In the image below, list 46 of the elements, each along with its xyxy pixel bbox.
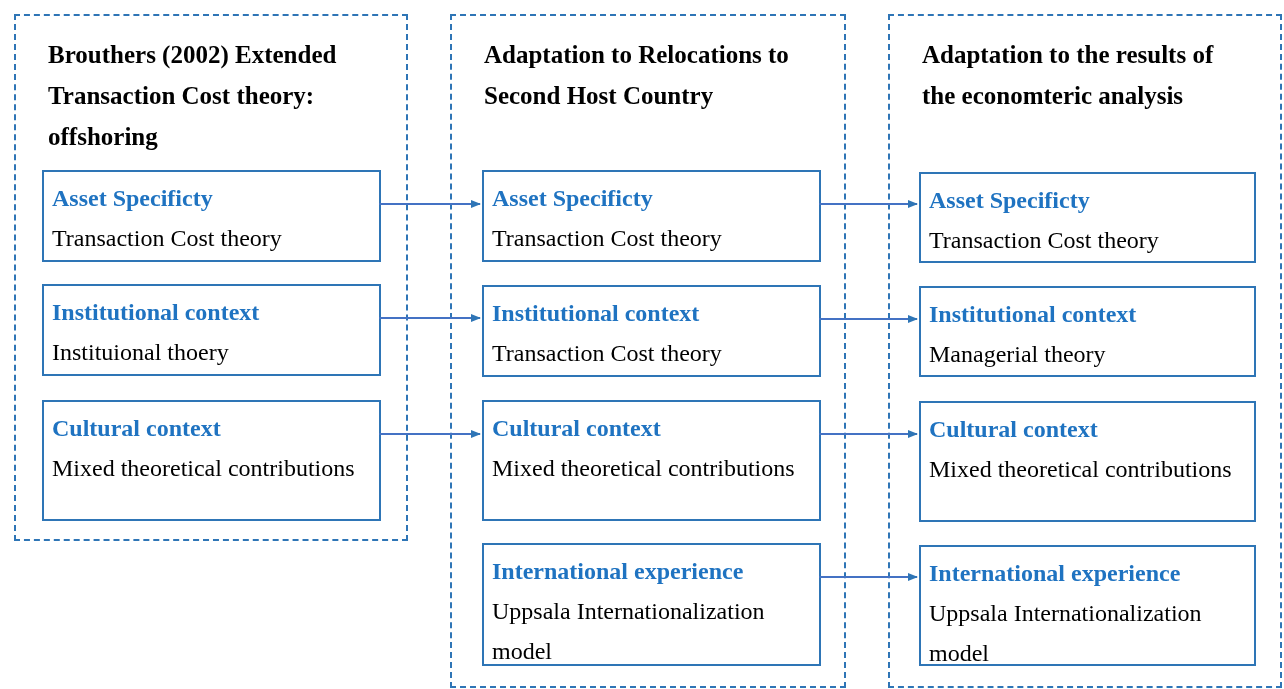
box-body: Mixed theoretical contributions (52, 454, 356, 483)
box-title: Asset Specificty (929, 186, 1091, 215)
box-title: Asset Specificty (492, 184, 654, 213)
box-body: Transaction Cost theory (492, 339, 723, 368)
concept-box (482, 400, 821, 521)
box-title: Cultural context (52, 414, 222, 443)
group-heading: Adaptation to Relocations to Second Host Country (484, 40, 790, 111)
concept-box (42, 170, 381, 262)
box-body: Uppsala Internationalization model (492, 597, 766, 666)
concept-box (482, 543, 821, 666)
box-title: International experience (492, 557, 745, 586)
concept-box (42, 400, 381, 521)
dashed-group-frame (888, 14, 1282, 688)
dashed-group-frame (450, 14, 846, 688)
box-title: Institutional context (52, 298, 261, 327)
group-heading: Adaptation to the results of the economteric analysis (922, 40, 1215, 111)
box-body: Instituional thoery (52, 338, 230, 367)
box-title: Institutional context (929, 300, 1138, 329)
box-title: Cultural context (492, 414, 662, 443)
box-title: Institutional context (492, 299, 701, 328)
dashed-group-frame (14, 14, 408, 541)
box-body: Mixed theoretical contributions (929, 455, 1233, 484)
arrow (818, 200, 918, 208)
arrow (378, 314, 481, 322)
concept-box (482, 285, 821, 377)
group-heading: Brouthers (2002) Extended Transaction Cost theory: offshoring (48, 40, 338, 152)
arrow (818, 315, 918, 323)
box-title: Cultural context (929, 415, 1099, 444)
box-title: Asset Specificty (52, 184, 214, 213)
arrow (378, 430, 481, 438)
arrow (818, 573, 918, 581)
concept-box (42, 284, 381, 376)
concept-box (482, 170, 821, 262)
box-body: Transaction Cost theory (492, 224, 723, 253)
concept-box (919, 545, 1256, 666)
concept-box (919, 286, 1256, 377)
box-body: Transaction Cost theory (52, 224, 283, 253)
box-title: International experience (929, 559, 1182, 588)
box-body: Transaction Cost theory (929, 226, 1160, 255)
box-body: Managerial theory (929, 340, 1107, 369)
box-body: Mixed theoretical contributions (492, 454, 796, 483)
concept-box (919, 401, 1256, 522)
arrow (818, 430, 918, 438)
arrow (378, 200, 481, 208)
concept-box (919, 172, 1256, 263)
box-body: Uppsala Internationalization model (929, 599, 1203, 668)
